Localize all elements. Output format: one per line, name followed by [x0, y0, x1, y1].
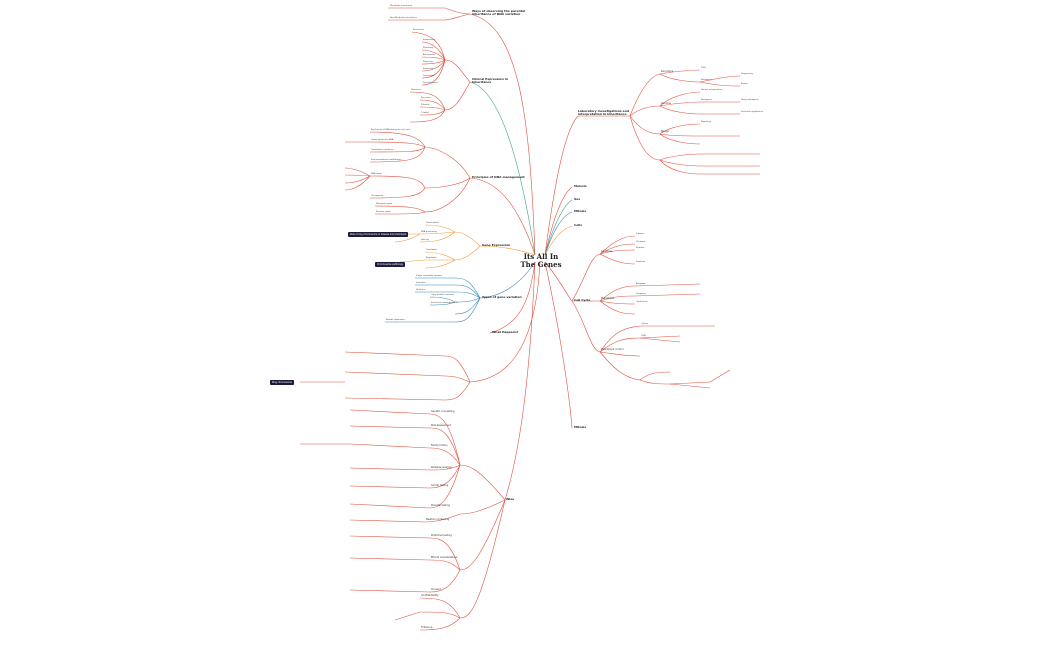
topic-dna-management[interactable]: Principles of DNA management [472, 175, 525, 179]
leaf-prophase[interactable]: Prophase [636, 261, 646, 263]
leaf-sex-influenced[interactable]: Sex-influenced [423, 82, 438, 84]
topic-mitosis[interactable]: Mitosis [574, 209, 587, 213]
leaf-excision-repair[interactable]: Excision repair [376, 211, 391, 213]
leaf-regulation[interactable]: Regulation [426, 257, 437, 259]
leaf-follow-up[interactable]: Follow-up [421, 626, 433, 629]
leaf-cyclins[interactable]: Cyclins [641, 323, 649, 325]
topic-meiosis[interactable]: Meiosis [574, 184, 587, 188]
leaf-pedigree-analysis[interactable]: Pedigree analysis [431, 466, 452, 469]
leaf-benign[interactable]: Benign [661, 130, 670, 133]
topic-mitosis-2[interactable]: Mitosis [574, 425, 587, 429]
badge-ring-chromosome-role[interactable]: Role of ring chromosome in disease and p… [348, 232, 409, 237]
topic-observing-inheritance[interactable]: Ways of observing the parental inheritan… [472, 9, 526, 17]
leaf-anticipation[interactable]: Anticipation [423, 54, 435, 56]
leaf-y-linked[interactable]: Y-linked [421, 112, 429, 114]
leaf-post-translational[interactable]: Post-translational modification [371, 159, 402, 161]
leaf-newborn-screening[interactable]: Newborn screening [426, 518, 450, 521]
leaf-cnv[interactable]: Copy number variation [431, 294, 454, 296]
leaf-dna-repair[interactable]: DNA repair [371, 173, 382, 175]
leaf-predictive-testing[interactable]: Predictive testing [431, 534, 452, 537]
leaf-repeat-expansions[interactable]: Repeat expansions [386, 319, 405, 321]
leaf-fish[interactable]: FISH [701, 67, 706, 69]
leaf-s[interactable]: S phase [636, 233, 644, 235]
leaf-splicing[interactable]: Splicing [421, 239, 429, 241]
leaf-recessive[interactable]: Recessive [421, 97, 431, 99]
leaf-expressivity[interactable]: Expressivity [423, 39, 436, 41]
topic-sex[interactable]: Sex [574, 197, 581, 201]
leaf-pathogenic[interactable]: Pathogenic [701, 99, 713, 101]
leaf-prenatal-testing[interactable]: Prenatal testing [431, 504, 450, 507]
leaf-likely-pathogenic[interactable]: Likely pathogenic [741, 99, 759, 101]
leaf-imprinting[interactable]: Imprinting [423, 68, 434, 70]
leaf-reporting[interactable]: Reporting [701, 121, 711, 123]
badge-ring-chromosome[interactable]: Ring chromosome [270, 380, 294, 385]
topic-clinical-expression[interactable]: Clinical Expression in Inheritance [472, 77, 508, 85]
leaf-mosaicism[interactable]: Mosaicism [423, 61, 434, 63]
topic-wise[interactable]: Wise [506, 497, 515, 501]
leaf-transcription-rna[interactable]: Transcription into RNA [371, 139, 394, 141]
leaf-non-mendelian[interactable]: Non-Mendelian inheritance [390, 17, 417, 19]
leaf-pleiotropy[interactable]: Pleiotropy [423, 47, 434, 49]
leaf-karyotype[interactable]: Karyotype [661, 70, 674, 73]
leaf-ethical[interactable]: Ethical considerations [431, 556, 458, 559]
leaf-checkpoints[interactable]: Checkpoints [371, 195, 384, 197]
leaf-translation[interactable]: Translation [426, 249, 437, 251]
leaf-anaphase[interactable]: Anaphase [636, 283, 646, 285]
leaf-sequencing[interactable]: Sequencing [741, 73, 753, 75]
leaf-mendelian[interactable]: Mendelian inheritance [390, 5, 413, 7]
topic-gene-expression[interactable]: Gene Expression [482, 243, 511, 247]
leaf-x-linked[interactable]: X-linked [421, 104, 429, 106]
leaf-cytokinesis[interactable]: Cytokinesis [636, 301, 648, 303]
leaf-dominant[interactable]: Dominant [411, 89, 421, 91]
leaf-cdks[interactable]: CDKs [641, 335, 647, 337]
leaf-sex-limited[interactable]: Sex-limited [423, 75, 435, 77]
leaf-genome[interactable]: Genome [661, 102, 672, 105]
topic-lab-investigations[interactable]: Laboratory investigations and interpreta… [578, 109, 629, 117]
leaf-insertions[interactable]: Insertions [416, 282, 426, 284]
leaf-risk-assessment[interactable]: Risk assessment [431, 424, 451, 427]
leaf-snv[interactable]: Single nucleotide variants [416, 275, 443, 277]
topic-cells[interactable]: Cells [574, 223, 583, 227]
topic-what-happens[interactable]: What Happens? [492, 330, 519, 334]
leaf-deletions[interactable]: Deletions [416, 289, 426, 291]
leaf-consent[interactable]: Consent [431, 588, 441, 591]
leaf-translation-proteins[interactable]: Translation to proteins [371, 149, 394, 151]
leaf-structural[interactable]: Structural rearrangements [431, 302, 458, 304]
leaf-m[interactable]: M phase [636, 247, 645, 249]
leaf-genetic-counselling[interactable]: Genetic counselling [431, 410, 455, 413]
leaf-variant-interpretation[interactable]: Variant interpretation [701, 89, 723, 91]
leaf-family-history[interactable]: Family history [431, 444, 448, 447]
leaf-mismatch-repair[interactable]: Mismatch repair [376, 203, 393, 205]
leaf-checkpoint-control[interactable]: Checkpoint control [601, 348, 624, 351]
leaf-telophase[interactable]: Telophase [636, 293, 646, 295]
leaf-transcription[interactable]: Transcription [426, 222, 439, 224]
topic-gene-variation[interactable]: Types of gene variation [482, 295, 522, 299]
leaf-confidentiality[interactable]: Confidentiality [421, 594, 439, 597]
leaf-metaphase[interactable]: Metaphase [601, 297, 615, 300]
leaf-carrier-testing[interactable]: Carrier testing [431, 484, 449, 487]
leaf-rna-processing[interactable]: RNA processing [421, 231, 437, 233]
badge-chromosome-pathology[interactable]: Chromosome pathology [375, 262, 406, 267]
leaf-replication[interactable]: Replication of DNA during the cell cycle [371, 129, 411, 131]
leaf-g1[interactable]: G1 phase [601, 250, 613, 253]
leaf-g2[interactable]: G2 phase [636, 241, 646, 243]
topic-cell-cycle[interactable]: Cell Cycle [574, 298, 591, 302]
leaf-penetrance[interactable]: Penetrance [413, 29, 425, 31]
leaf-uncertain[interactable]: Uncertain significance [741, 111, 764, 113]
central-topic[interactable]: Its All In The Genes [520, 252, 562, 270]
leaf-exome[interactable]: Exome [741, 83, 748, 85]
leaf-microarray[interactable]: Microarray [701, 79, 712, 81]
